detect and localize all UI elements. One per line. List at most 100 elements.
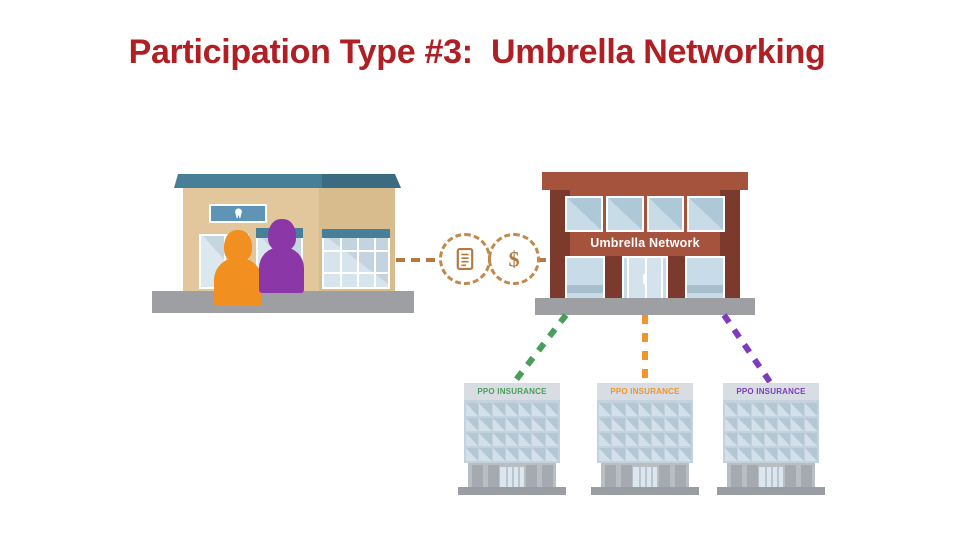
ppo-floor — [466, 403, 558, 416]
ppo-floor — [725, 448, 817, 461]
ppo-window — [479, 448, 492, 461]
window-pane — [646, 196, 685, 232]
umbrella-roof — [542, 172, 748, 190]
dental-awning-right — [322, 229, 390, 238]
ppo-sign-text: PPO INSURANCE — [610, 387, 680, 396]
window-grid-line — [340, 238, 342, 287]
ppo-window — [519, 433, 532, 446]
ppo-window — [625, 418, 638, 431]
ppo-entrance-line — [506, 467, 508, 487]
ppo-entrance-line — [639, 467, 641, 487]
ppo-window — [625, 433, 638, 446]
ppo-window — [492, 403, 505, 416]
ppo-window — [665, 448, 678, 461]
ppo-window — [505, 448, 519, 461]
figure-head — [267, 219, 296, 251]
contract-icon — [439, 233, 491, 285]
ppo-window — [466, 433, 479, 446]
window-grid-line — [357, 238, 359, 287]
ppo-window — [638, 433, 652, 446]
ppo-floor — [466, 433, 558, 446]
ppo-window — [791, 403, 804, 416]
ppo-window — [612, 448, 625, 461]
ppo-window — [532, 433, 545, 446]
ppo-window — [751, 418, 764, 431]
ppo-entrance-line — [765, 467, 767, 487]
ppo-floor — [599, 418, 691, 431]
ppo-floor — [725, 433, 817, 446]
ppo-insurance-building-2: PPO INSURANCE — [591, 383, 699, 495]
connector-dash — [426, 258, 435, 262]
ppo-window — [532, 448, 545, 461]
window-sill — [687, 285, 723, 293]
ppo-floor — [599, 433, 691, 446]
ppo-window — [804, 403, 817, 416]
window-sill — [567, 285, 603, 293]
ppo-window — [804, 433, 817, 446]
ppo-window — [778, 418, 791, 431]
dental-roof-right — [322, 174, 401, 188]
umbrella-entrance-door — [627, 256, 663, 298]
ppo-entrance-line — [651, 467, 653, 487]
ppo-window — [532, 403, 545, 416]
ppo-window — [532, 418, 545, 431]
ppo-entrance-line — [518, 467, 520, 487]
ppo-base-column — [785, 465, 796, 487]
ppo-window — [599, 433, 612, 446]
ppo-window — [466, 448, 479, 461]
connector-dash — [537, 258, 546, 262]
umbrella-sidewalk — [535, 298, 755, 315]
ppo-window — [751, 448, 764, 461]
umbrella-pier — [605, 256, 622, 298]
ppo-window — [638, 418, 652, 431]
ppo-sign-text: PPO INSURANCE — [477, 387, 547, 396]
ppo-base-column — [621, 465, 632, 487]
patient-orange-figure — [214, 230, 262, 306]
ppo-window — [652, 433, 665, 446]
umbrella-ground-floor — [565, 256, 725, 298]
ppo-window — [725, 433, 738, 446]
contract-money-connector: $ — [396, 228, 546, 290]
window-grid-line — [324, 250, 388, 252]
ppo-window — [505, 433, 519, 446]
glass-highlight — [324, 238, 388, 287]
ppo-entrance-line — [645, 467, 647, 487]
ppo-floor — [466, 448, 558, 461]
ppo-insurance-building-3: PPO INSURANCE — [717, 383, 825, 495]
ppo-window — [545, 403, 558, 416]
umbrella-upper-windows — [565, 196, 725, 232]
ppo-window — [519, 403, 532, 416]
dental-office-sign — [209, 204, 267, 223]
ppo-base-column — [542, 465, 553, 487]
ppo-window — [665, 403, 678, 416]
ppo-window — [764, 418, 778, 431]
ppo-window — [678, 433, 691, 446]
window-grid-line — [324, 272, 388, 274]
ppo-window — [778, 448, 791, 461]
ppo-window — [751, 403, 764, 416]
ppo-window — [599, 418, 612, 431]
ppo-window — [625, 403, 638, 416]
ppo-window — [599, 403, 612, 416]
ppo-tower — [597, 400, 693, 463]
ppo-window — [778, 403, 791, 416]
ppo-window — [479, 433, 492, 446]
ppo-window — [725, 403, 738, 416]
ppo-window — [738, 433, 751, 446]
ppo-window — [652, 418, 665, 431]
ppo-insurance-building-1: PPO INSURANCE — [458, 383, 566, 495]
ppo-window — [804, 448, 817, 461]
window-pane — [687, 196, 725, 232]
ppo-floor — [466, 418, 558, 431]
figure-head — [224, 230, 252, 262]
ppo-window — [652, 403, 665, 416]
dental-roof-left — [174, 174, 324, 188]
svg-text:$: $ — [508, 247, 519, 271]
ppo-sign-text: PPO INSURANCE — [736, 387, 806, 396]
ppo-floor — [725, 418, 817, 431]
ppo-window — [665, 433, 678, 446]
connector-dash — [411, 258, 420, 262]
document-icon — [456, 248, 474, 270]
ppo-floor — [725, 403, 817, 416]
ppo-window — [665, 418, 678, 431]
